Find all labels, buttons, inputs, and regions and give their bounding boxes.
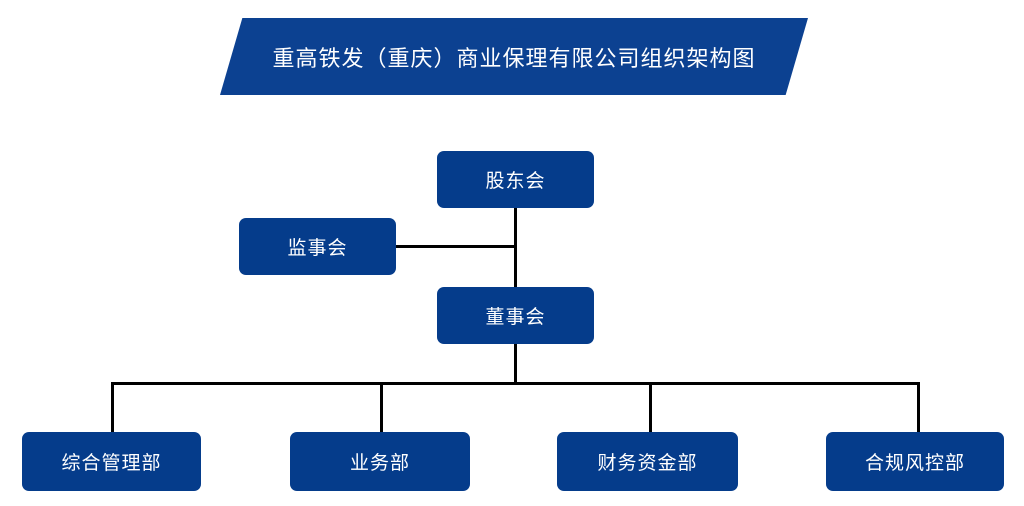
node-department-general-management[interactable]: 综合管理部 [22,432,201,491]
node-board-of-directors[interactable]: 董事会 [437,287,594,344]
node-label-directors: 董事会 [485,307,546,328]
connector-to-supervisors [395,245,515,248]
node-label-shareholders: 股东会 [485,171,546,192]
connector-drop-dept-3 [917,382,920,432]
connector-drop-dept-1 [380,382,383,432]
node-department-business[interactable]: 业务部 [290,432,470,491]
node-label-supervisors: 监事会 [287,238,348,259]
node-department-compliance-risk-control[interactable]: 合规风控部 [826,432,1004,491]
connector-department-bus [112,382,920,385]
connector-shareholders-to-directors [514,208,517,287]
connector-drop-dept-0 [111,382,114,432]
connector-directors-to-bus [514,343,517,385]
node-shareholders-meeting[interactable]: 股东会 [437,151,594,208]
chart-title-banner: 重高铁发（重庆）商业保理有限公司组织架构图 [220,18,808,95]
node-board-of-supervisors[interactable]: 监事会 [239,218,396,275]
node-label-dept-0: 综合管理部 [61,453,162,474]
node-label-dept-2: 财务资金部 [597,453,698,474]
node-label-dept-3: 合规风控部 [864,453,965,474]
connector-drop-dept-2 [649,382,652,432]
node-label-dept-1: 业务部 [349,453,410,474]
node-department-finance-funds[interactable]: 财务资金部 [557,432,738,491]
page-title: 重高铁发（重庆）商业保理有限公司组织架构图 [272,45,756,71]
